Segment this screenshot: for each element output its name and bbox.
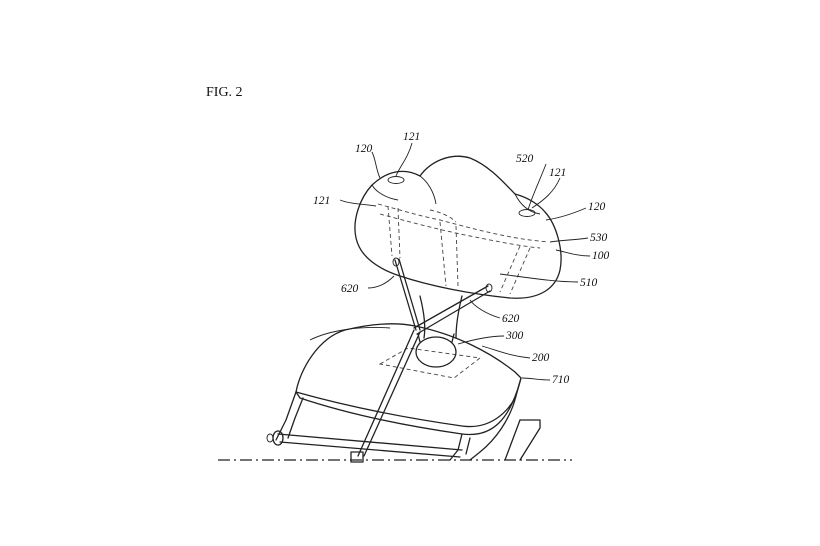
leader-lines: [339, 142, 591, 381]
mounting-plate-200: [378, 347, 482, 379]
label-121b: 121: [549, 167, 566, 179]
label-121a: 121: [403, 131, 420, 143]
link-620: [350, 257, 493, 463]
label-510: 510: [580, 277, 598, 289]
label-100: 100: [592, 250, 610, 262]
figure-title: FIG. 2: [206, 85, 243, 100]
support-post: [419, 295, 463, 339]
label-120b: 120: [588, 201, 606, 213]
label-530: 530: [590, 232, 608, 244]
label-300: 300: [505, 330, 524, 342]
base-frame-710: [266, 323, 541, 461]
label-121c: 121: [313, 195, 330, 207]
label-620b: 620: [502, 313, 520, 325]
ball-joint-300: [415, 333, 457, 368]
label-520: 520: [516, 153, 534, 165]
label-620a: 620: [341, 283, 359, 295]
label-200: 200: [532, 352, 550, 364]
label-120a: 120: [355, 143, 373, 155]
headrest-body-100: [354, 155, 562, 299]
label-710: 710: [552, 374, 570, 386]
